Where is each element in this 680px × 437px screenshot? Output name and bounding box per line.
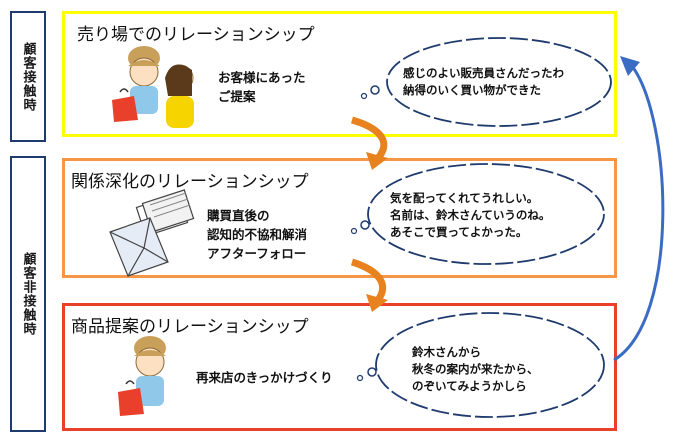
panel-sales-floor-desc: お客様にあった ご提案 [218,70,306,104]
blue-return-arrow [613,56,665,362]
panel-product-proposal-title: 商品提案のリレーションシップ [71,317,309,337]
customer-non-contact-label-box: 顧客非接触時 [10,156,46,432]
bubble-2-text: 気を配ってくれてうれしい。 名前は、鈴木さんていうのね。 あそこで買ってよかった… [390,191,551,239]
panel-relationship-deepening-desc: 購買直後の 認知的不協和解消 アフターフォロー [207,208,308,261]
customer-non-contact-label: 顧客非接触時 [20,252,36,336]
customer-contact-label: 顧客接触時 [20,41,36,112]
bubble-1-text: 感じのよい販売員さんだったわ 納得のいく買い物ができた [403,66,564,97]
salesperson-illustration [118,336,166,416]
envelope-icon [109,189,195,277]
panel-relationship-deepening-title: 関係深化のリレーションシップ [71,172,309,192]
speech-cloud-3 [356,312,605,418]
orange-arrow-2 [350,258,388,312]
bubble-3-text: 鈴木さんから 秋冬の案内が来たから、 のぞいてみようかしら [412,345,539,393]
orange-arrow-1 [350,116,388,170]
salesperson-customer-illustration [112,46,194,128]
panel-sales-floor-title: 売り場でのリレーションシップ [77,25,315,45]
speech-cloud-2 [350,163,605,265]
panel-product-proposal-desc: 再来店のきっかけづくり [196,370,333,385]
customer-contact-label-box: 顧客接触時 [10,11,46,142]
speech-cloud-1 [360,37,612,127]
